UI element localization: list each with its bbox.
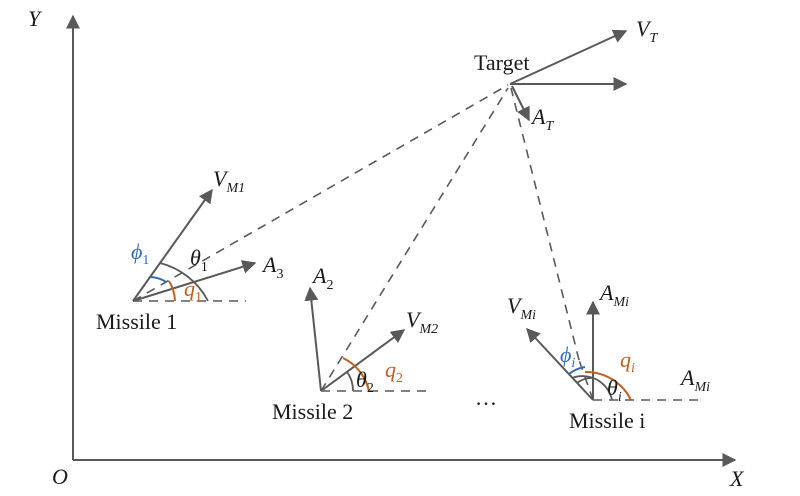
missile-i-velocity-label: VMi: [507, 293, 536, 323]
missile-i-inner-arc: [576, 377, 593, 384]
target-velocity-label: VT: [636, 16, 658, 46]
theta1-main: θ: [190, 245, 201, 270]
target: Target VT AT: [474, 16, 658, 134]
ami-main: A: [598, 280, 614, 305]
missile-i-theta-arc: [571, 375, 613, 401]
target-velocity-vector: [509, 29, 628, 85]
missile-2-theta-arc: [346, 371, 354, 392]
ellipsis-more-missiles: …: [475, 385, 497, 410]
at-sub: T: [545, 119, 554, 134]
q1-sub: 1: [195, 290, 202, 305]
a3-sub: 3: [276, 267, 283, 282]
los-missile-2: [320, 87, 509, 392]
x-axis-label: X: [729, 466, 745, 491]
missile-i-phi-label: ϕi: [560, 342, 575, 371]
missile-1-accel-label: A3: [261, 252, 283, 282]
a3-main: A: [261, 252, 277, 277]
missile-2-velocity-label: VM2: [406, 307, 438, 337]
missile-2-theta-label: θ2: [356, 367, 374, 396]
missile-2-accel-label: A2: [311, 263, 333, 293]
missile-2-q-label: q2: [385, 357, 403, 386]
missile-1-theta-label: θ1: [190, 245, 208, 275]
missile-1-velocity-vector: [132, 188, 213, 302]
missile-i-accel-label: AMi: [598, 280, 629, 310]
missile-2-velocity-vector: [320, 329, 406, 392]
missile-1-phi-arc: [149, 276, 167, 283]
vt-main: V: [636, 16, 652, 41]
theta2-sub: 2: [367, 381, 374, 396]
vmi-sub: Mi: [519, 308, 536, 323]
q2-sub: 2: [396, 371, 403, 386]
missile-i-q-arc: [584, 370, 632, 401]
phi1-main: ϕ: [131, 239, 142, 264]
theta2-main: θ: [356, 367, 367, 392]
thetai-main: θ: [607, 375, 618, 400]
qi-sub: i: [631, 361, 635, 376]
a2-main: A: [311, 263, 327, 288]
los-missile-1: [132, 84, 509, 302]
theta1-sub: 1: [201, 260, 208, 275]
y-axis-label: Y: [28, 6, 43, 31]
target-accel-vector: [511, 85, 530, 122]
qi-main: q: [620, 347, 631, 372]
missile-i-label: Missile i: [569, 408, 645, 433]
vm1-sub: M1: [225, 181, 245, 196]
at-main: A: [530, 104, 546, 129]
q1-main: q: [184, 276, 195, 301]
missile-i-phi-arc: [568, 366, 586, 375]
missile-i-accel2-label: AMi: [679, 365, 710, 395]
missile-i-velocity-vector: [526, 327, 594, 401]
a2-sub: 2: [326, 278, 333, 293]
ami2-sub: Mi: [693, 380, 710, 395]
missile-i-los-segment: [578, 359, 594, 401]
vt-sub: T: [649, 31, 658, 46]
missile-1-label: Missile 1: [96, 309, 177, 334]
lines-of-sight: [132, 84, 580, 392]
missile-1: Missile 1 VM1 A3 ϕ1 θ1 q1: [96, 166, 283, 334]
axes: Y O X: [28, 6, 745, 491]
target-accel-label: AT: [530, 104, 554, 134]
target-label: Target: [474, 50, 529, 75]
missile-1-theta-arc: [159, 262, 209, 302]
phi1-sub: 1: [142, 253, 149, 268]
missile-2-q-arc: [342, 357, 370, 392]
ami-sub: Mi: [612, 295, 629, 310]
missile-i-q-label: qi: [620, 347, 635, 376]
vm2-main: V: [406, 307, 422, 332]
missile-2-label: Missile 2: [272, 399, 353, 424]
missile-1-velocity-label: VM1: [213, 166, 245, 196]
missile-1-phi-label: ϕ1: [131, 239, 149, 268]
missile-i: Missile i VMi AMi AMi ϕi θi qi: [507, 280, 710, 433]
phii-main: ϕ: [560, 342, 571, 367]
missile-1-q-arc: [168, 280, 176, 302]
origin-label: O: [52, 464, 68, 489]
thetai-sub: i: [618, 390, 622, 405]
missile-i-theta-label: θi: [607, 375, 622, 405]
q2-main: q: [385, 357, 396, 382]
vmi-main: V: [507, 293, 523, 318]
missile-2: Missile 2 VM2 A2 θ2 q2: [272, 263, 438, 424]
vm1-main: V: [213, 166, 229, 191]
phii-sub: i: [571, 356, 575, 371]
missile-1-q-label: q1: [184, 276, 202, 305]
missile-2-accel-vector: [304, 286, 322, 392]
ami2-main: A: [679, 365, 695, 390]
vm2-sub: M2: [418, 322, 438, 337]
